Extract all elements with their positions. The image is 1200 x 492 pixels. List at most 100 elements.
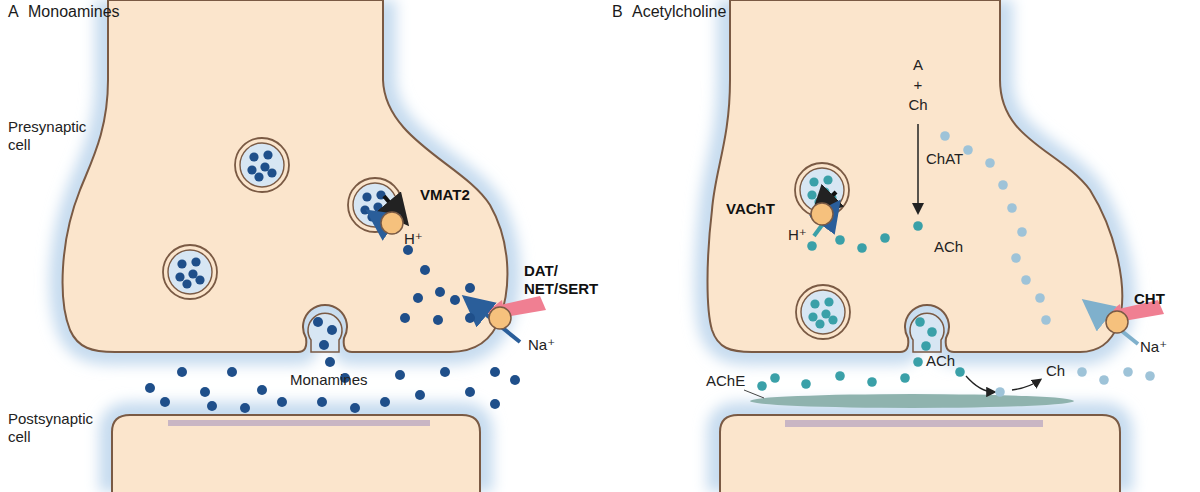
monoamine-molecule: [465, 387, 475, 397]
acetylcholine-molecule: [857, 243, 867, 253]
transmitter-dot: [182, 279, 191, 288]
panel-title: Acetylcholine: [632, 3, 726, 21]
transmitter-dot: [828, 315, 837, 324]
hydrolysis-arrow: [966, 376, 994, 392]
monoamine-molecule: [177, 367, 187, 377]
transporter-name: DAT/ NET/SERT: [524, 262, 606, 298]
panel-title: Monoamines: [28, 3, 120, 21]
acetylcholine-molecule: [880, 233, 890, 243]
monoamine-molecule: [465, 283, 475, 293]
monoamine-molecule: [227, 367, 237, 377]
hydrolysis-arrow: [1012, 380, 1040, 390]
panel-letter: B: [612, 3, 623, 21]
acetylcholinesterase: [750, 394, 1074, 408]
monoamine-molecule: [400, 313, 410, 323]
ion-label: Na⁺: [528, 336, 555, 354]
choline-molecule: [1011, 253, 1021, 263]
monoamine-molecule: [200, 387, 210, 397]
acetylcholine-molecule: [915, 317, 925, 327]
ion-label: Na⁺: [1140, 338, 1167, 356]
acetylcholine-molecule: [867, 377, 877, 387]
transporter-name: VMAT2: [420, 186, 470, 204]
monoamine-molecule: [325, 357, 335, 367]
transmitter-dot: [815, 319, 824, 328]
monoamine-molecule: [240, 403, 250, 413]
vmat2-transporter: [381, 212, 403, 234]
monoamine-molecule: [380, 397, 390, 407]
transmitter-dot: [807, 190, 816, 199]
transmitter-dot: [263, 150, 272, 159]
presynaptic-terminal: [708, 0, 1123, 352]
acetylcholine-molecule: [835, 371, 845, 381]
acetylcholine-molecule: [927, 327, 937, 337]
acetylcholine-molecule: [913, 357, 923, 367]
synaptic-vesicle: [163, 245, 217, 299]
presynaptic-terminal: [63, 0, 508, 352]
monoamine-molecule: [277, 397, 287, 407]
acetylcholine-molecule: [955, 367, 965, 377]
reactant-label: A: [913, 56, 923, 74]
fused-vesicle-lumen: [308, 313, 342, 352]
monoamine-molecule: [415, 390, 425, 400]
cht-transporter: [1106, 311, 1128, 333]
transmitter-dot: [373, 202, 382, 211]
choline-molecule: [1017, 227, 1027, 237]
transmitter-dot: [809, 177, 818, 186]
choline-molecule: [963, 145, 973, 155]
transmitter-dot: [188, 269, 197, 278]
transmitter-dot: [195, 275, 204, 284]
transmitter-dot: [175, 272, 184, 281]
vesicle-lumen: [168, 250, 212, 294]
acetylcholine-molecule: [770, 373, 780, 383]
monoamine-molecule: [420, 265, 430, 275]
choline-molecule: [1145, 371, 1155, 381]
choline-molecule: [1007, 203, 1017, 213]
choline-molecule: [995, 387, 1005, 397]
vesicle-lumen: [240, 143, 284, 187]
enzyme-name: AChE: [706, 372, 745, 390]
monoamine-molecule: [350, 403, 360, 413]
monoamine-molecule: [490, 399, 500, 409]
leader-line: [744, 390, 764, 398]
transporter-name: CHT: [1134, 290, 1165, 308]
fused-vesicle-lumen: [910, 313, 944, 352]
reuptake-arrow: [468, 300, 520, 342]
vesicles: [163, 138, 850, 339]
choline-molecule: [1077, 367, 1087, 377]
choline-molecule: [1123, 367, 1133, 377]
synaptic-vesicle: [796, 285, 850, 339]
transmitter-label: ACh: [926, 352, 955, 370]
transmitter-dot: [360, 205, 369, 214]
vesicle-lumen: [801, 290, 845, 334]
transmitter-dot: [824, 297, 833, 306]
acetylcholine-molecule: [900, 373, 910, 383]
receptor-band: [168, 420, 430, 426]
chat-arrow: [917, 124, 919, 212]
postsynaptic-cell: [112, 415, 480, 492]
transmitter-dot: [254, 172, 263, 181]
vacht-transporter: [811, 203, 833, 225]
synaptic-vesicle: [235, 138, 289, 192]
transmitter-dot: [808, 312, 817, 321]
transmitter-label: ACh: [934, 238, 963, 256]
transmitter-dot: [267, 168, 276, 177]
cell-label: Presynaptic cell: [8, 118, 94, 154]
monoamine-molecule: [395, 370, 405, 380]
panel-letter: A: [8, 3, 19, 21]
monoamine-molecule: [440, 367, 450, 377]
monoamine-molecule: [319, 340, 329, 350]
monoamine-molecule: [413, 293, 423, 303]
transmitter-dot: [191, 257, 200, 266]
choline-uptake-arrow: [1088, 304, 1138, 344]
enzyme-name: ChAT: [926, 150, 963, 168]
choline-molecule: [1035, 293, 1045, 303]
monoamine-molecule: [145, 383, 155, 393]
cell-label: Postsynaptic cell: [8, 410, 94, 446]
transmitter-dot: [260, 162, 269, 171]
choline-molecule: [1041, 315, 1051, 325]
monoamine-molecule: [327, 325, 337, 335]
choline-molecule: [1021, 275, 1031, 285]
postsynaptic-cell: [720, 415, 1120, 492]
